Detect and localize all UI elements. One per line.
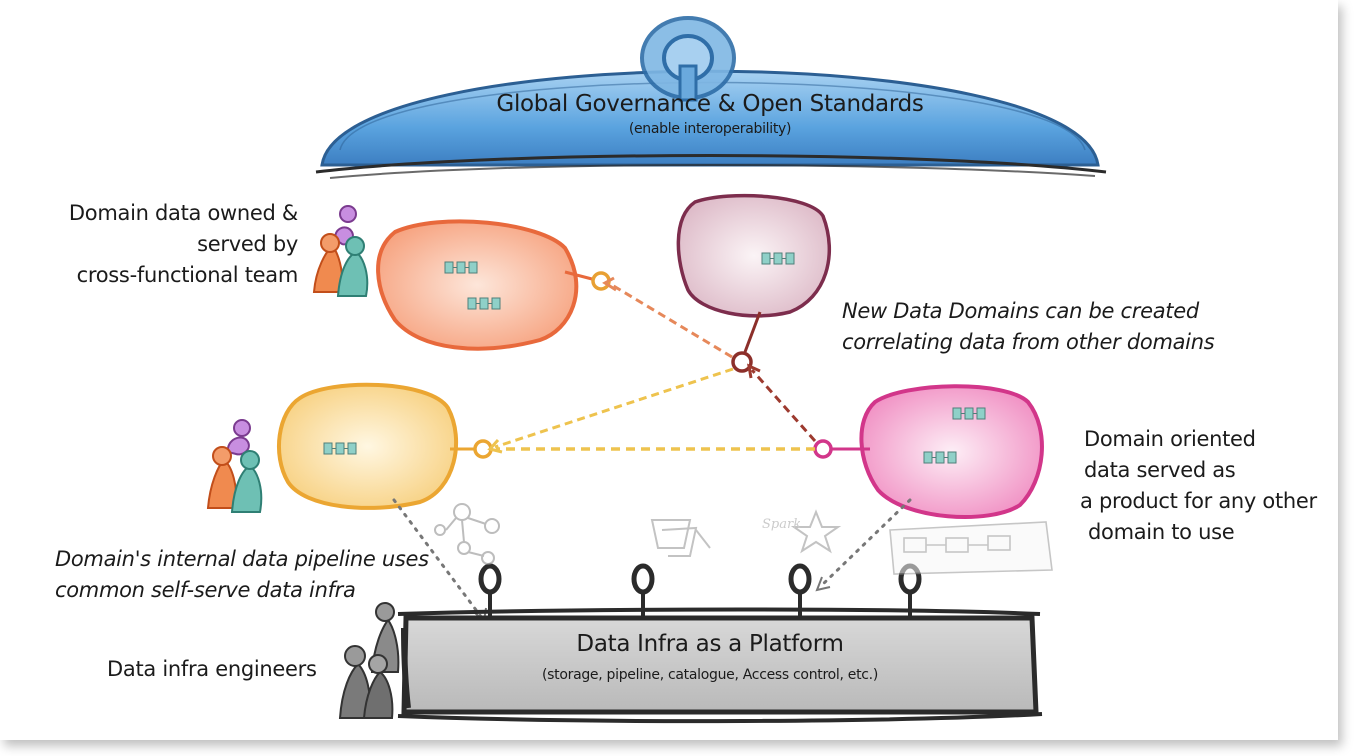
- new-domains-label: New Data Domains can be created correlat…: [842, 296, 1215, 358]
- domain-product-line-1: Domain oriented: [1084, 427, 1256, 451]
- pipeline-tool-sketch-icon: [889, 521, 1053, 575]
- cross-functional-team-icon: [206, 419, 263, 513]
- new-domains-line-1: New Data Domains can be created: [842, 299, 1199, 323]
- cross-functional-team-icon: [312, 205, 369, 297]
- domain-connections: [450, 270, 870, 459]
- data-product-icon: [444, 261, 478, 274]
- purple-domain-blob: [676, 193, 831, 318]
- orange-domain-blob: [376, 219, 579, 351]
- data-product-icon: [761, 252, 795, 265]
- governance-subtitle: (enable interoperability): [628, 121, 792, 137]
- spark-tool-sketch-icon: Spark: [762, 509, 842, 554]
- infra-engineers-icon: [338, 602, 400, 719]
- data-product-icon: [923, 451, 957, 464]
- internal-pipeline-line-1: Domain's internal data pipeline uses: [55, 547, 429, 571]
- platform-title: Data Infra as a Platform: [576, 631, 844, 657]
- data-product-icon: [323, 442, 357, 455]
- table-tool-sketch-icon: [650, 519, 711, 557]
- internal-pipeline-line-2: common self-serve data infra: [55, 578, 356, 602]
- data-product-icon: [952, 407, 986, 420]
- platform-subtitle: (storage, pipeline, catalogue, Access co…: [542, 667, 878, 683]
- domain-team-line-3: cross-functional team: [76, 263, 299, 287]
- domain-product-line-3: a product for any other: [1080, 489, 1317, 513]
- graph-tool-sketch-icon: [434, 503, 500, 565]
- domain-product-line-4: domain to use: [1088, 520, 1235, 544]
- open-standards-logo-icon: [640, 16, 736, 102]
- domain-team-line-2: served by: [197, 232, 298, 256]
- new-domains-line-2: correlating data from other domains: [842, 330, 1215, 354]
- infra-engineers-label: Data infra engineers: [107, 657, 317, 681]
- spark-sketch-label: Spark: [762, 517, 801, 532]
- domain-team-line-1: Domain data owned &: [68, 201, 298, 225]
- domain-product-line-2: data served as: [1084, 458, 1236, 482]
- domain-team-label: Domain data owned & served by cross-func…: [40, 198, 298, 291]
- yellow-domain-blob: [276, 382, 459, 510]
- platform-ports: [478, 563, 922, 620]
- domain-product-label: Domain oriented data served as a product…: [1080, 424, 1317, 548]
- internal-pipeline-label: Domain's internal data pipeline uses com…: [55, 544, 429, 606]
- data-product-icon: [467, 297, 501, 310]
- governance-title: Global Governance & Open Standards: [496, 91, 924, 117]
